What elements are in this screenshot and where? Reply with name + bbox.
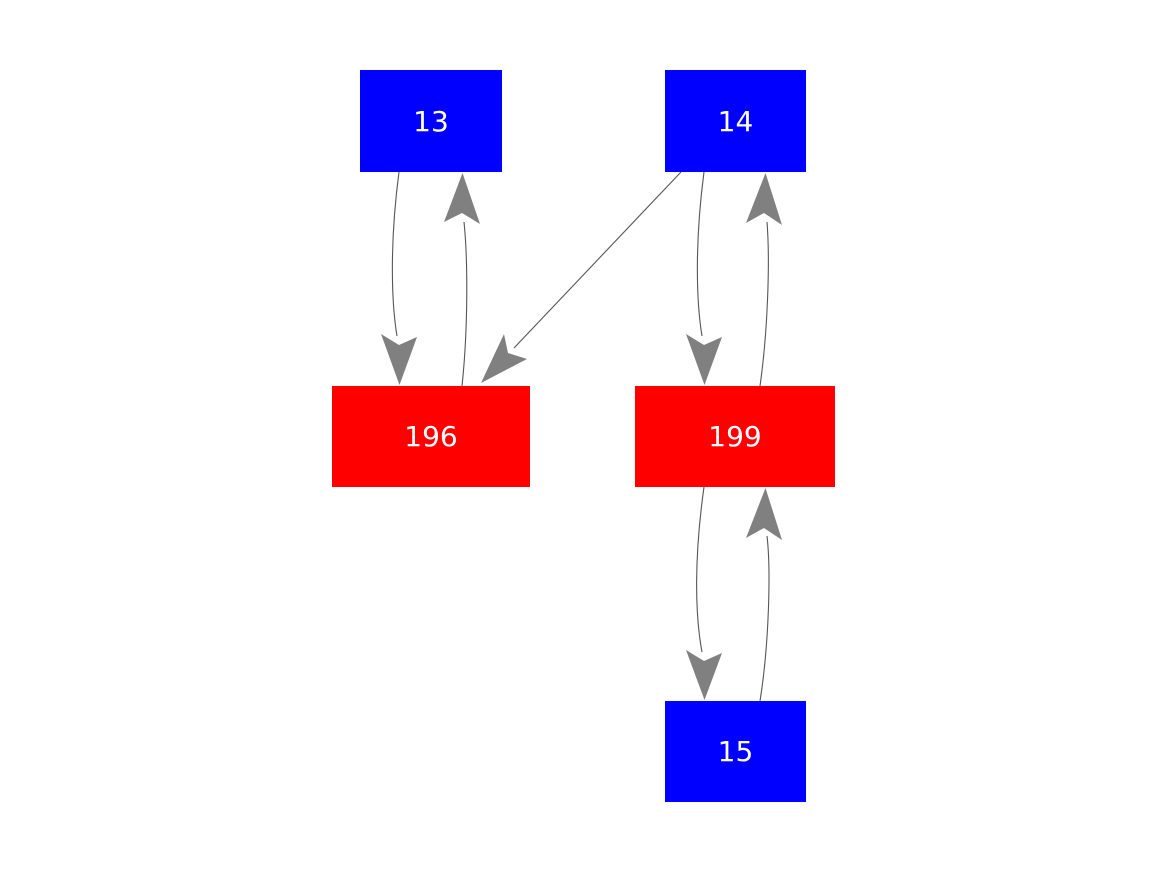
node-box xyxy=(332,386,530,487)
edge-line xyxy=(759,221,769,387)
edge-199-to-14[interactable] xyxy=(746,173,782,387)
edge-14-to-199[interactable] xyxy=(686,171,722,385)
arrowhead-icon xyxy=(746,173,782,225)
node-15[interactable]: 15 xyxy=(665,701,806,802)
arrowhead-icon xyxy=(481,334,527,383)
node-box xyxy=(635,386,835,487)
edge-line xyxy=(513,171,682,349)
node-13[interactable]: 13 xyxy=(360,70,502,172)
node-box xyxy=(665,70,806,172)
arrowhead-icon xyxy=(686,334,722,385)
node-box xyxy=(665,701,806,802)
edge-196-to-13[interactable] xyxy=(444,173,480,387)
node-layer: 13 14 196 199 15 xyxy=(332,70,835,802)
edge-line xyxy=(696,486,705,653)
arrowhead-icon xyxy=(686,650,722,700)
edge-14-to-196[interactable] xyxy=(481,171,682,383)
arrowhead-icon xyxy=(381,334,417,385)
arrowhead-icon xyxy=(444,173,480,224)
node-box xyxy=(360,70,502,172)
edge-15-to-199[interactable] xyxy=(746,488,782,702)
node-196[interactable]: 196 xyxy=(332,386,530,487)
node-199[interactable]: 199 xyxy=(635,386,835,487)
edge-line xyxy=(461,221,468,387)
edge-line xyxy=(759,535,770,702)
edge-line xyxy=(391,171,400,337)
edge-13-to-196[interactable] xyxy=(381,171,417,385)
node-14[interactable]: 14 xyxy=(665,70,806,172)
arrowhead-icon xyxy=(746,488,782,540)
edge-199-to-15[interactable] xyxy=(686,486,722,700)
edge-line xyxy=(696,171,705,337)
edge-layer xyxy=(381,171,782,702)
